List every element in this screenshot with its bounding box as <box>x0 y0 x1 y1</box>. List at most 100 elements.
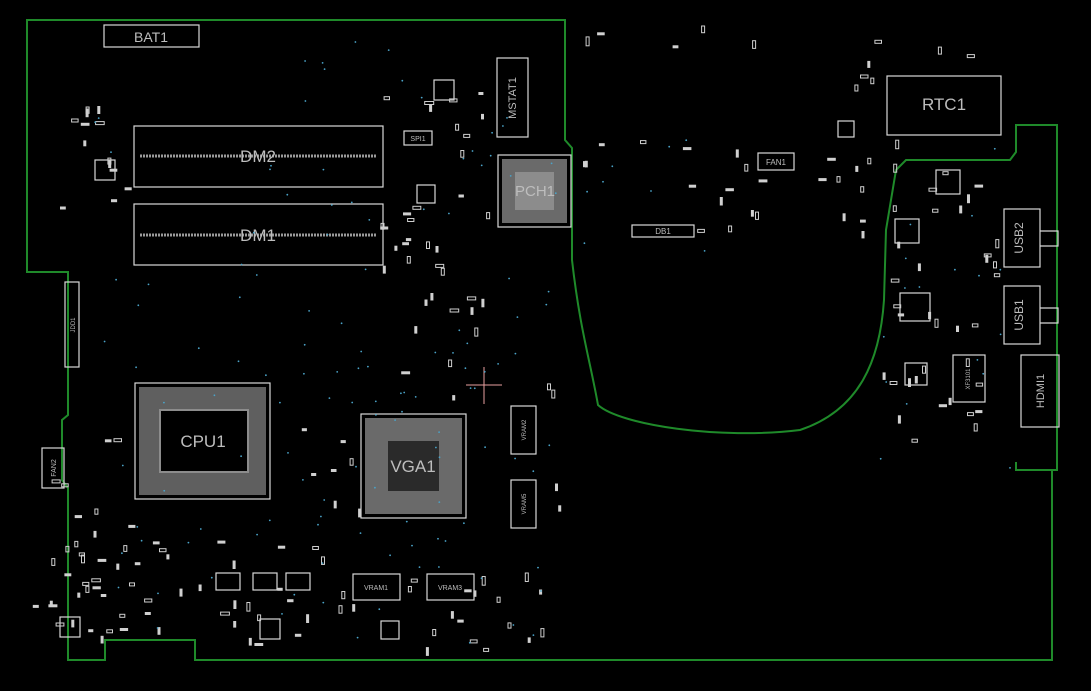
via <box>464 367 467 370</box>
xf3101-outline <box>952 354 986 403</box>
via <box>350 201 353 204</box>
via <box>978 274 980 277</box>
passive-pad <box>932 208 939 213</box>
via <box>502 125 504 127</box>
passive-pad <box>469 639 478 644</box>
via <box>468 641 471 644</box>
dm1-outline <box>133 203 384 266</box>
vram3-label: VRAM3 <box>438 585 462 592</box>
pch1-bga-core <box>515 172 554 210</box>
via <box>321 62 324 64</box>
passive-pad <box>672 45 679 49</box>
vram5-outline <box>510 479 537 529</box>
cpu1-die-edge <box>159 409 249 473</box>
passive-pad <box>682 147 692 151</box>
vram2-outline <box>510 405 537 455</box>
via <box>514 352 517 355</box>
passive-pad <box>481 576 486 586</box>
via <box>293 593 296 596</box>
passive-pad <box>974 184 984 188</box>
passive-pad <box>97 558 107 562</box>
passive-pad <box>61 483 69 488</box>
via <box>268 519 271 522</box>
vram5-label: VRAM5 <box>522 493 528 514</box>
passive-pad <box>842 213 846 222</box>
passive-pad <box>425 647 429 656</box>
via <box>110 151 112 154</box>
passive-pad <box>861 231 865 239</box>
spi-outline <box>403 130 433 146</box>
via <box>554 192 557 195</box>
via <box>287 452 289 454</box>
via <box>586 190 588 193</box>
passive-pad <box>81 554 85 564</box>
via <box>540 590 542 592</box>
passive-pad <box>874 39 883 44</box>
via <box>882 335 885 338</box>
via <box>336 371 339 373</box>
via <box>368 219 371 221</box>
via <box>420 96 423 99</box>
passive-pad <box>895 139 900 150</box>
passive-pad <box>426 241 430 249</box>
passive-pad <box>412 205 422 210</box>
passive-pad <box>85 585 90 593</box>
passive-pad <box>414 326 418 334</box>
via <box>322 601 325 604</box>
passive-pad <box>349 458 354 466</box>
pch1-outline <box>497 154 572 228</box>
passive-pad <box>382 265 386 274</box>
rtc1-label: RTC1 <box>922 95 966 114</box>
passive-pad <box>524 572 529 582</box>
fan2-outline <box>41 447 65 489</box>
passive-pad <box>551 389 556 399</box>
via <box>438 566 440 568</box>
passive-pad <box>311 473 317 476</box>
via <box>265 374 267 377</box>
passive-pad <box>93 530 97 538</box>
passive-pad <box>341 591 346 600</box>
via <box>401 79 404 82</box>
passive-pad <box>166 554 170 560</box>
passive-pad <box>144 598 153 603</box>
via <box>374 400 377 403</box>
passive-pad <box>71 619 75 628</box>
via <box>304 100 307 102</box>
via <box>458 329 461 332</box>
usb1-tab <box>1040 307 1059 324</box>
via <box>497 363 499 365</box>
passive-pad <box>429 104 433 112</box>
dm2-label: DM2 <box>240 147 276 166</box>
passive-pad <box>897 415 901 424</box>
via <box>330 204 333 206</box>
vram2-label: VRAM2 <box>522 419 528 440</box>
fan1-outline <box>757 152 795 171</box>
via <box>435 446 437 449</box>
passive-pad <box>403 212 412 216</box>
via <box>210 576 213 579</box>
passive-pad <box>406 256 411 264</box>
passive-pad <box>330 469 337 472</box>
via <box>237 360 240 363</box>
ic-small <box>899 292 931 322</box>
vga1-outline <box>360 413 467 519</box>
via <box>308 310 310 312</box>
fan1-label: FAN1 <box>766 158 787 167</box>
passive-pad <box>597 32 605 36</box>
passive-pad <box>882 372 886 380</box>
passive-pad <box>159 548 167 553</box>
passive-pad <box>959 205 963 214</box>
passive-pad <box>401 371 411 375</box>
passive-pad <box>470 307 474 315</box>
ic-small <box>904 362 928 386</box>
fan2-label: FAN2 <box>51 459 58 477</box>
passive-pad <box>424 299 428 306</box>
passive-pad <box>157 627 161 635</box>
via <box>438 501 441 503</box>
via <box>999 333 1002 336</box>
via <box>103 340 106 343</box>
passive-pad <box>116 563 120 570</box>
usb2-label: USB2 <box>1012 222 1026 254</box>
passive-pad <box>80 122 90 126</box>
via <box>611 165 614 168</box>
